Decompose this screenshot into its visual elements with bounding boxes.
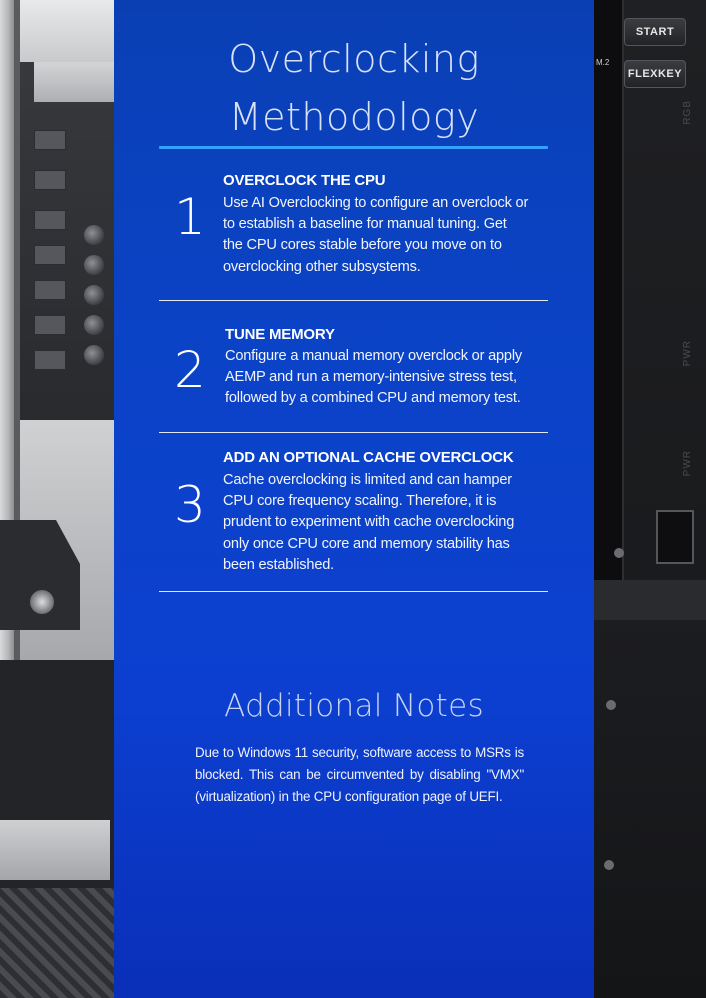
choke [84, 225, 104, 245]
title-divider [159, 146, 548, 149]
notes-text: Due to Windows 11 security, software acc… [195, 745, 524, 804]
power-stage [34, 245, 66, 265]
page-title-text: Overclocking Methodology [228, 37, 480, 139]
step-1-text: Use AI Overclocking to configure an over… [223, 195, 529, 275]
step-3-heading: ADD AN OPTIONAL CACHE OVERCLOCK [223, 449, 514, 466]
m2-heatsink [0, 820, 110, 880]
silkscreen-text: RGB [682, 100, 693, 125]
step-3-text: Cache overclocking is limited and can ha… [223, 472, 515, 573]
usb-header [656, 510, 694, 564]
step-3-number: 3 [174, 476, 206, 534]
pcb-lower [594, 620, 706, 998]
vrm-heatsink-cap [34, 62, 114, 102]
choke [84, 255, 104, 275]
power-stage [34, 280, 66, 300]
start-button: START [624, 18, 686, 46]
step-1-number: 1 [174, 188, 206, 246]
vrm-heatsink-top [20, 0, 114, 62]
board-bracket [594, 580, 706, 620]
dimm-slot [594, 0, 624, 600]
silkscreen-text: PWR [682, 450, 693, 477]
standoff [606, 700, 616, 710]
choke [84, 285, 104, 305]
step-1-heading: OVERCLOCK THE CPU [223, 172, 386, 189]
step-divider [159, 432, 548, 433]
flexkey-button: FLEXKEY [624, 60, 686, 88]
step-2-text: Configure a manual memory overclock or a… [225, 348, 522, 407]
notes-title: Additional Notes [224, 688, 484, 724]
power-stage [34, 170, 66, 190]
page-title: Overclocking Methodology [114, 30, 594, 146]
motherboard-photo-left [0, 0, 114, 998]
motherboard-photo-right: M.2 START FLEXKEY RGB PWR PWR [594, 0, 706, 998]
step-divider [159, 591, 548, 592]
io-shroud-edge [14, 0, 20, 998]
io-grill [0, 888, 114, 998]
power-stage [34, 350, 66, 370]
step-divider [159, 300, 548, 301]
standoff [614, 548, 624, 558]
choke [84, 315, 104, 335]
m2-label: M.2 [596, 58, 610, 67]
power-stage [34, 210, 66, 230]
step-2-heading: TUNE MEMORY [225, 326, 335, 343]
choke [84, 345, 104, 365]
power-stage [34, 130, 66, 150]
power-stage [34, 315, 66, 335]
step-2-number: 2 [174, 341, 206, 399]
silkscreen-text: PWR [682, 340, 693, 367]
content-panel: Overclocking Methodology 1 OVERCLOCK THE… [114, 0, 594, 998]
standoff [604, 860, 614, 870]
screw [30, 590, 54, 614]
